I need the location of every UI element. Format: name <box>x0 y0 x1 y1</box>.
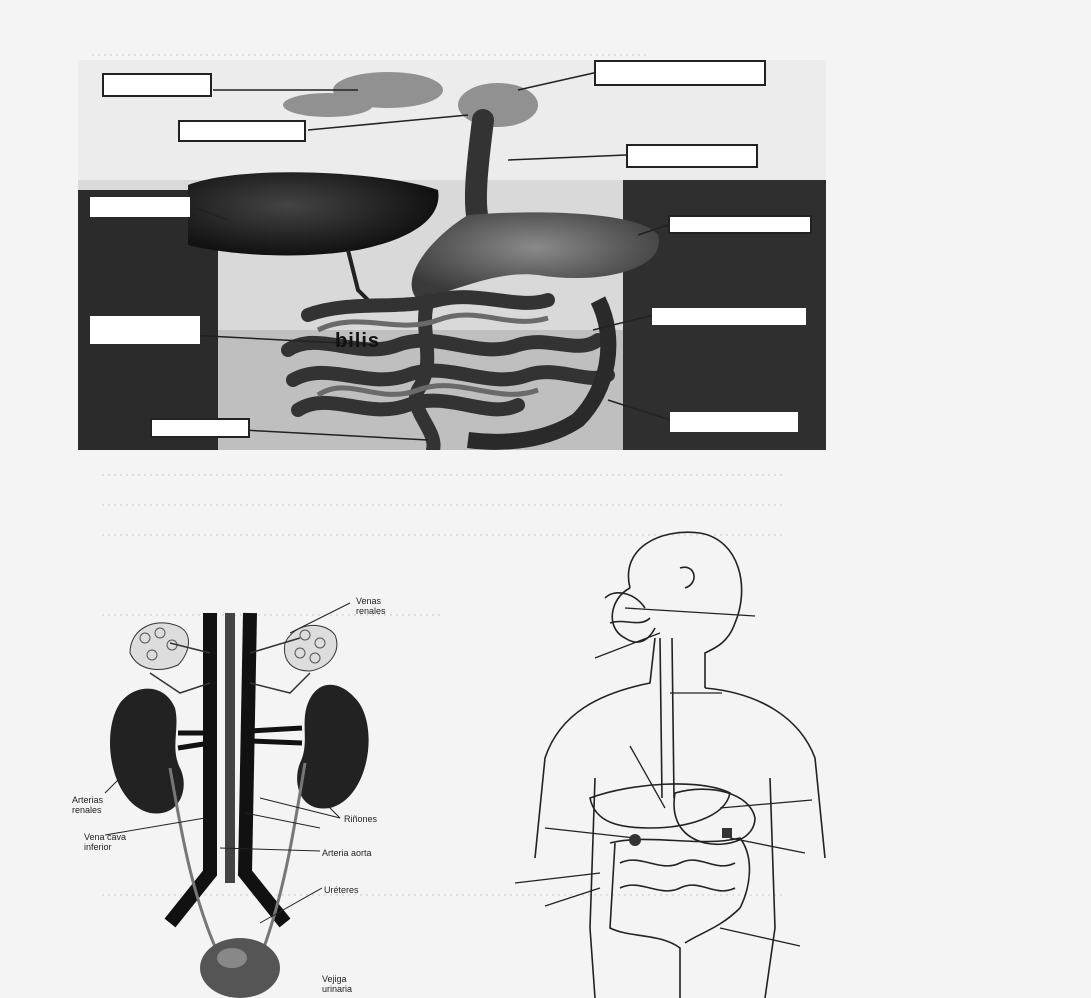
label-box-small-intestine[interactable] <box>90 316 200 344</box>
bile-label: bilis <box>335 330 380 353</box>
bleed-through-text: …………………………………………………………………………………………………… <box>100 490 784 511</box>
label-box-esophagus[interactable] <box>626 144 758 168</box>
label-vena-cava: Vena cava inferior <box>84 832 139 852</box>
label-box-mouth[interactable] <box>102 73 212 97</box>
label-aorta: Arteria aorta <box>322 848 372 858</box>
label-box-rectum[interactable] <box>150 418 250 438</box>
label-box-large-intestine[interactable] <box>670 412 798 432</box>
label-renal-arteries: Arterias renales <box>72 795 118 815</box>
label-box-salivary[interactable] <box>178 120 306 142</box>
label-box-pancreas[interactable] <box>652 308 806 325</box>
bleed-through-text: ………………………………………………………………………………… <box>90 40 648 61</box>
digestive-system-photo: bilis <box>78 60 826 450</box>
human-body-digestive-outline <box>500 528 840 998</box>
bleed-through-text: …………………………………………………………………………………………………… <box>100 460 784 481</box>
label-bladder: Vejiga urinaria <box>322 974 362 994</box>
urinary-system-diagram <box>60 573 420 998</box>
label-renal-veins: Venas renales <box>356 596 396 616</box>
label-box-pharynx[interactable] <box>594 60 766 86</box>
label-kidneys: Riñones <box>344 814 377 824</box>
label-box-liver[interactable] <box>90 197 190 217</box>
digestive-illustration <box>78 60 826 450</box>
label-ureters: Uréteres <box>324 885 359 895</box>
label-box-stomach[interactable] <box>668 215 812 234</box>
